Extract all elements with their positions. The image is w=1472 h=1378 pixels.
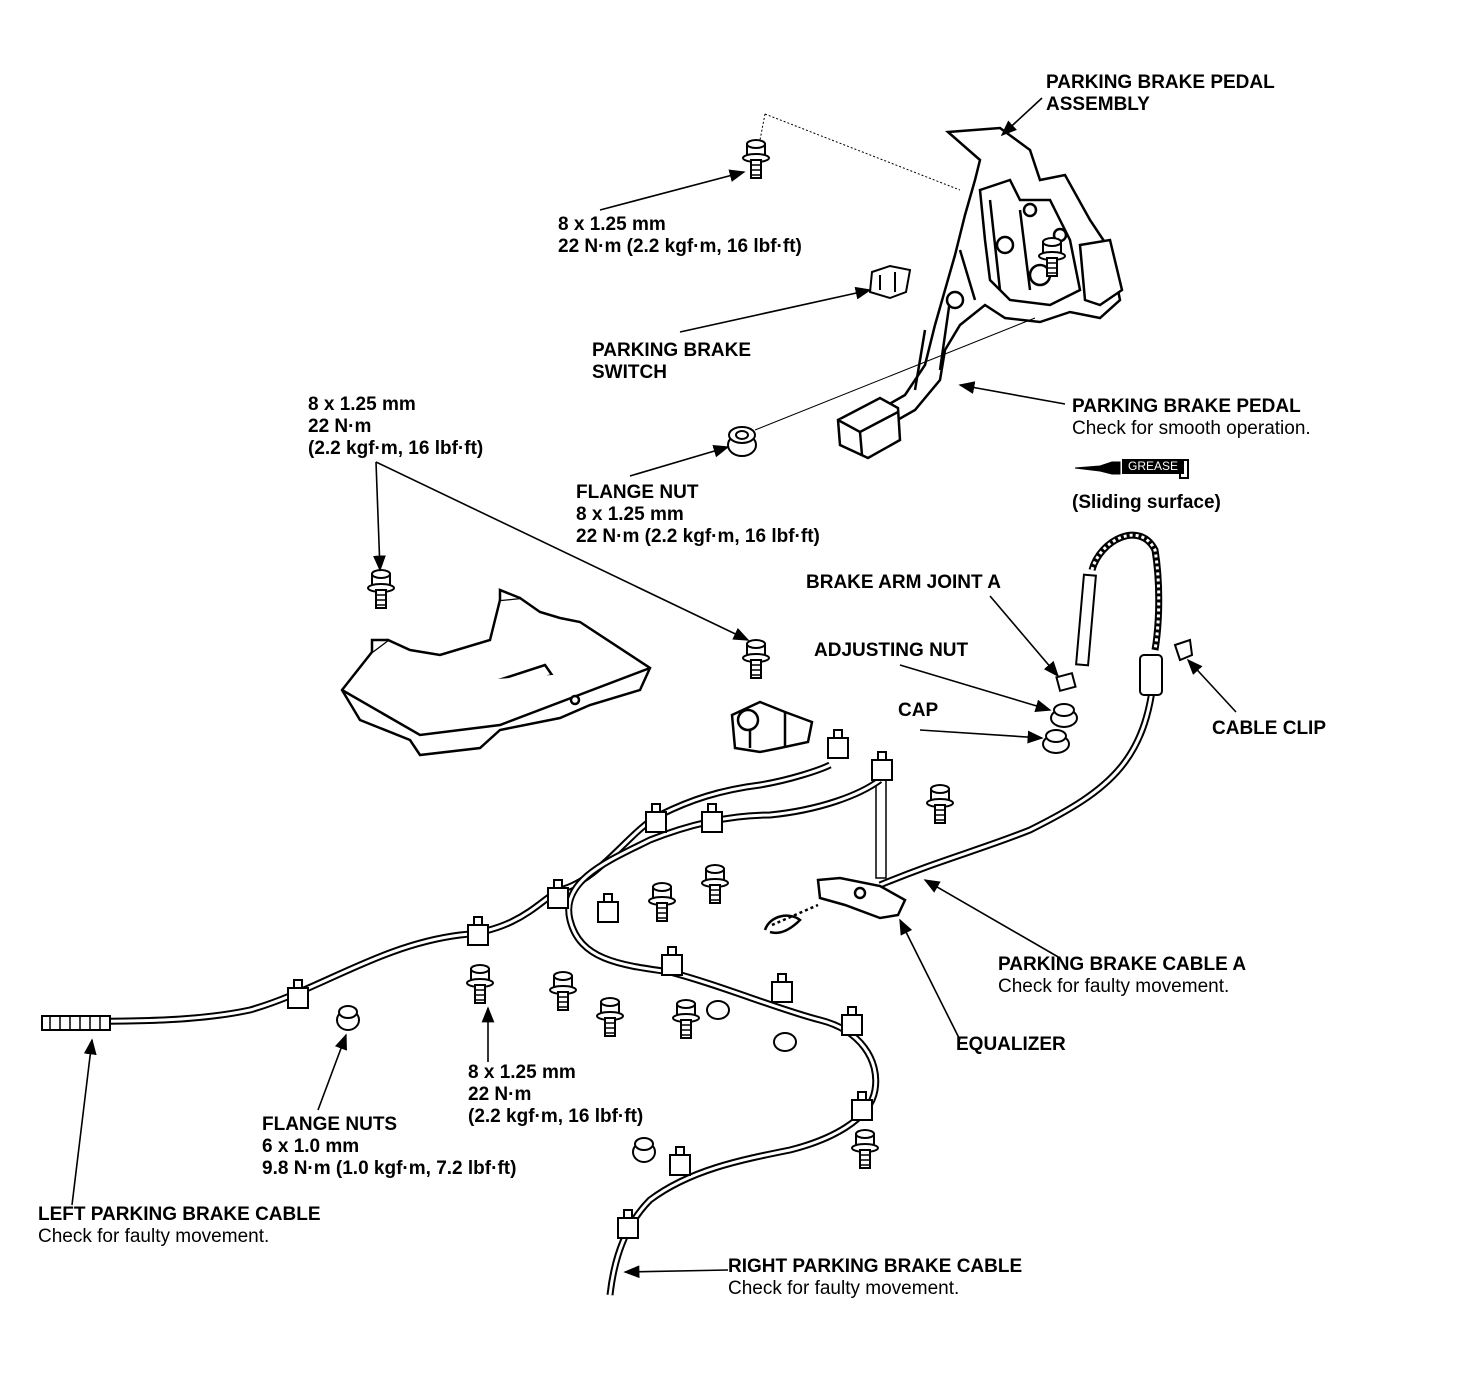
label-line: FLANGE NUT	[576, 482, 699, 503]
cover-bolt-left	[367, 569, 395, 609]
label-adjusting-nut: ADJUSTING NUT	[814, 640, 968, 662]
label-line: FLANGE NUTS	[262, 1114, 398, 1135]
label-line: ADJUSTING NUT	[814, 640, 969, 661]
label-line: CAP	[898, 700, 939, 721]
cable-a	[878, 531, 1163, 889]
label-sliding: (Sliding surface)	[1072, 492, 1221, 514]
label-left-cable: LEFT PARKING BRAKE CABLE Check for fault…	[38, 1204, 321, 1248]
label-arm-joint: BRAKE ARM JOINT A	[806, 572, 1001, 594]
label-line: 8 x 1.25 mm	[308, 394, 416, 415]
label-line: LEFT PARKING BRAKE CABLE	[38, 1204, 321, 1225]
label-line: 22 N·m	[468, 1084, 532, 1105]
label-line: Check for faulty movement.	[728, 1278, 960, 1299]
pedal-assembly	[836, 126, 1124, 460]
flange-nut	[727, 426, 757, 457]
label-cap: CAP	[898, 700, 938, 722]
label-line: 22 N·m (2.2 kgf·m, 16 lbf·ft)	[558, 236, 802, 257]
cover-bolt-right	[742, 639, 770, 679]
label-line: 9.8 N·m (1.0 kgf·m, 7.2 lbf·ft)	[262, 1158, 517, 1179]
label-line: 6 x 1.0 mm	[262, 1136, 360, 1157]
label-line: 22 N·m	[308, 416, 372, 437]
label-line: Check for faulty movement.	[998, 976, 1230, 997]
label-line: BRAKE ARM JOINT A	[806, 572, 1001, 593]
label-cover-bolts: 8 x 1.25 mm 22 N·m (2.2 kgf·m, 16 lbf·ft…	[308, 394, 483, 460]
leaders	[71, 97, 1237, 1279]
label-flange-nuts: FLANGE NUTS 6 x 1.0 mm 9.8 N·m (1.0 kgf·…	[262, 1114, 516, 1180]
label-top-bolt: 8 x 1.25 mm 22 N·m (2.2 kgf·m, 16 lbf·ft…	[558, 214, 802, 258]
label-bottom-bolts: 8 x 1.25 mm 22 N·m (2.2 kgf·m, 16 lbf·ft…	[468, 1062, 643, 1128]
label-line: SWITCH	[592, 362, 667, 383]
label-line: ASSEMBLY	[1046, 94, 1150, 115]
parking-brake-switch	[868, 264, 912, 300]
label-line: 8 x 1.25 mm	[468, 1062, 576, 1083]
label-line: Check for faulty movement.	[38, 1226, 270, 1247]
flange-nut-leader	[754, 317, 1036, 431]
label-cable-clip: CABLE CLIP	[1212, 718, 1326, 740]
cover-plate	[340, 588, 652, 757]
equalizer	[763, 767, 907, 935]
label-cable-a: PARKING BRAKE CABLE A Check for faulty m…	[998, 954, 1246, 998]
label-line: 8 x 1.25 mm	[558, 214, 666, 235]
label-equalizer: EQUALIZER	[956, 1034, 1066, 1056]
label-right-cable: RIGHT PARKING BRAKE CABLE Check for faul…	[728, 1256, 1022, 1300]
label-line: (2.2 kgf·m, 16 lbf·ft)	[308, 438, 484, 459]
label-line: PARKING BRAKE PEDAL	[1046, 72, 1275, 93]
flange-nuts-small	[336, 1000, 797, 1163]
grease-label: GREASE	[1122, 459, 1185, 474]
label-line: 8 x 1.25 mm	[576, 504, 684, 525]
label-pedal-assembly: PARKING BRAKE PEDAL ASSEMBLY	[1046, 72, 1275, 116]
label-line: PARKING BRAKE	[592, 340, 752, 361]
label-line: 22 N·m (2.2 kgf·m, 16 lbf·ft)	[576, 526, 820, 547]
label-line: RIGHT PARKING BRAKE CABLE	[728, 1256, 1023, 1277]
top-bolt-leader	[759, 113, 961, 191]
label-line: PARKING BRAKE PEDAL	[1072, 396, 1301, 417]
label-line: CABLE CLIP	[1212, 718, 1326, 739]
top-bolt	[742, 139, 770, 179]
label-line: (Sliding surface)	[1072, 492, 1221, 513]
label-pedal: PARKING BRAKE PEDAL Check for smooth ope…	[1072, 396, 1311, 440]
label-line: (2.2 kgf·m, 16 lbf·ft)	[468, 1106, 644, 1127]
label-flange-nut: FLANGE NUT 8 x 1.25 mm 22 N·m (2.2 kgf·m…	[576, 482, 820, 548]
adjuster-parts	[1042, 638, 1194, 754]
cable-bracket	[730, 700, 814, 754]
left-cable	[41, 761, 832, 1031]
label-line: PARKING BRAKE CABLE A	[998, 954, 1247, 975]
label-line: Check for smooth operation.	[1072, 418, 1311, 439]
right-cable	[565, 777, 883, 1296]
label-switch: PARKING BRAKE SWITCH	[592, 340, 751, 384]
label-line: EQUALIZER	[956, 1034, 1066, 1055]
